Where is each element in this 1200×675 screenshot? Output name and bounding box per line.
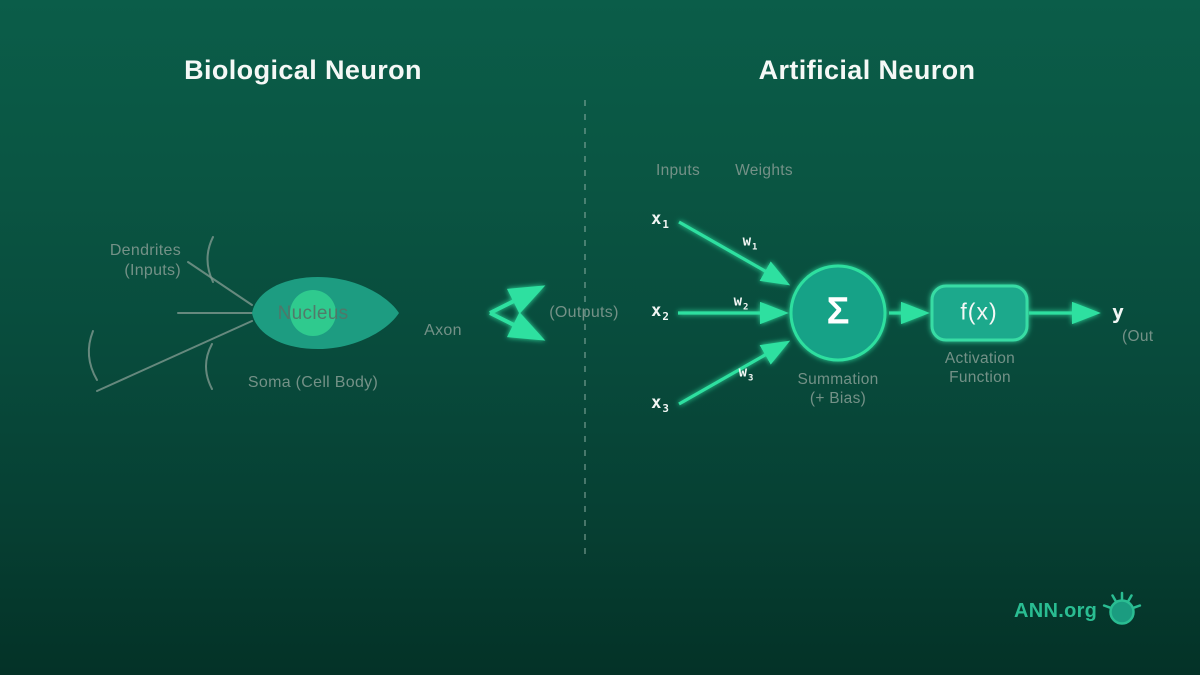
dendrites-label-line1: Dendrites	[109, 242, 181, 259]
weight-label-w3: w3	[739, 365, 754, 384]
output-symbol: y	[1111, 300, 1125, 324]
inputs-header: Inputs	[655, 162, 701, 179]
x1-sub: 1	[662, 218, 669, 231]
activation-box	[930, 284, 1029, 342]
outputs-label: (Outputs)	[549, 304, 619, 321]
soma-label: Soma (Cell Body)	[247, 374, 379, 391]
summation-circle	[789, 264, 887, 362]
summation-label-line2: (+ Bias)	[809, 390, 867, 407]
input-label-x1: x1	[651, 209, 669, 231]
activation-label-line1: Activation	[944, 350, 1016, 367]
w3-base: w	[738, 364, 748, 381]
summation-label-line1: Summation	[797, 371, 879, 388]
axon-fork-arrow-up	[489, 285, 546, 315]
weights-header: Weights	[735, 162, 793, 179]
input-label-x3: x3	[651, 393, 669, 415]
nucleus-shape	[290, 290, 336, 336]
activation-symbol: f(x)	[960, 298, 998, 325]
weight-label-w2: w2	[734, 294, 749, 313]
artificial-neuron-title: Artificial Neuron	[758, 55, 976, 85]
w2-sub: 2	[743, 302, 749, 313]
x3-sub: 3	[662, 402, 669, 415]
x2-sub: 2	[662, 310, 669, 323]
input-arrow-x1	[678, 220, 791, 286]
w1-base: w	[742, 233, 752, 250]
activation-label-line2: Function	[949, 369, 1011, 386]
axon-label: Axon	[424, 322, 462, 339]
brand-name: ANN.org	[1014, 600, 1098, 622]
summation-symbol: Σ	[826, 290, 850, 333]
neuron-bug-icon	[1102, 591, 1142, 625]
dendrites-label: Dendrites (Inputs)	[55, 241, 181, 281]
weight-label-w1: w1	[743, 234, 758, 253]
w2-base: w	[733, 293, 743, 310]
x1-base: x	[651, 209, 662, 229]
input-arrow-x3	[678, 340, 791, 406]
activation-label: Activation Function	[945, 349, 1015, 387]
x3-base: x	[651, 393, 662, 413]
biological-neuron-title: Biological Neuron	[184, 55, 422, 85]
x2-base: x	[651, 301, 662, 321]
w1-sub: 1	[752, 242, 758, 253]
summation-label: Summation (+ Bias)	[797, 370, 878, 408]
dendrites-label-line2: (Inputs)	[124, 262, 181, 279]
input-label-x2: x2	[651, 301, 669, 323]
nucleus-label: Nucleus	[277, 303, 349, 324]
output-label: (Out	[1122, 328, 1154, 345]
dendrite-lines	[87, 236, 255, 392]
axon-fork-arrow-down	[489, 311, 546, 341]
w3-sub: 3	[748, 373, 754, 384]
